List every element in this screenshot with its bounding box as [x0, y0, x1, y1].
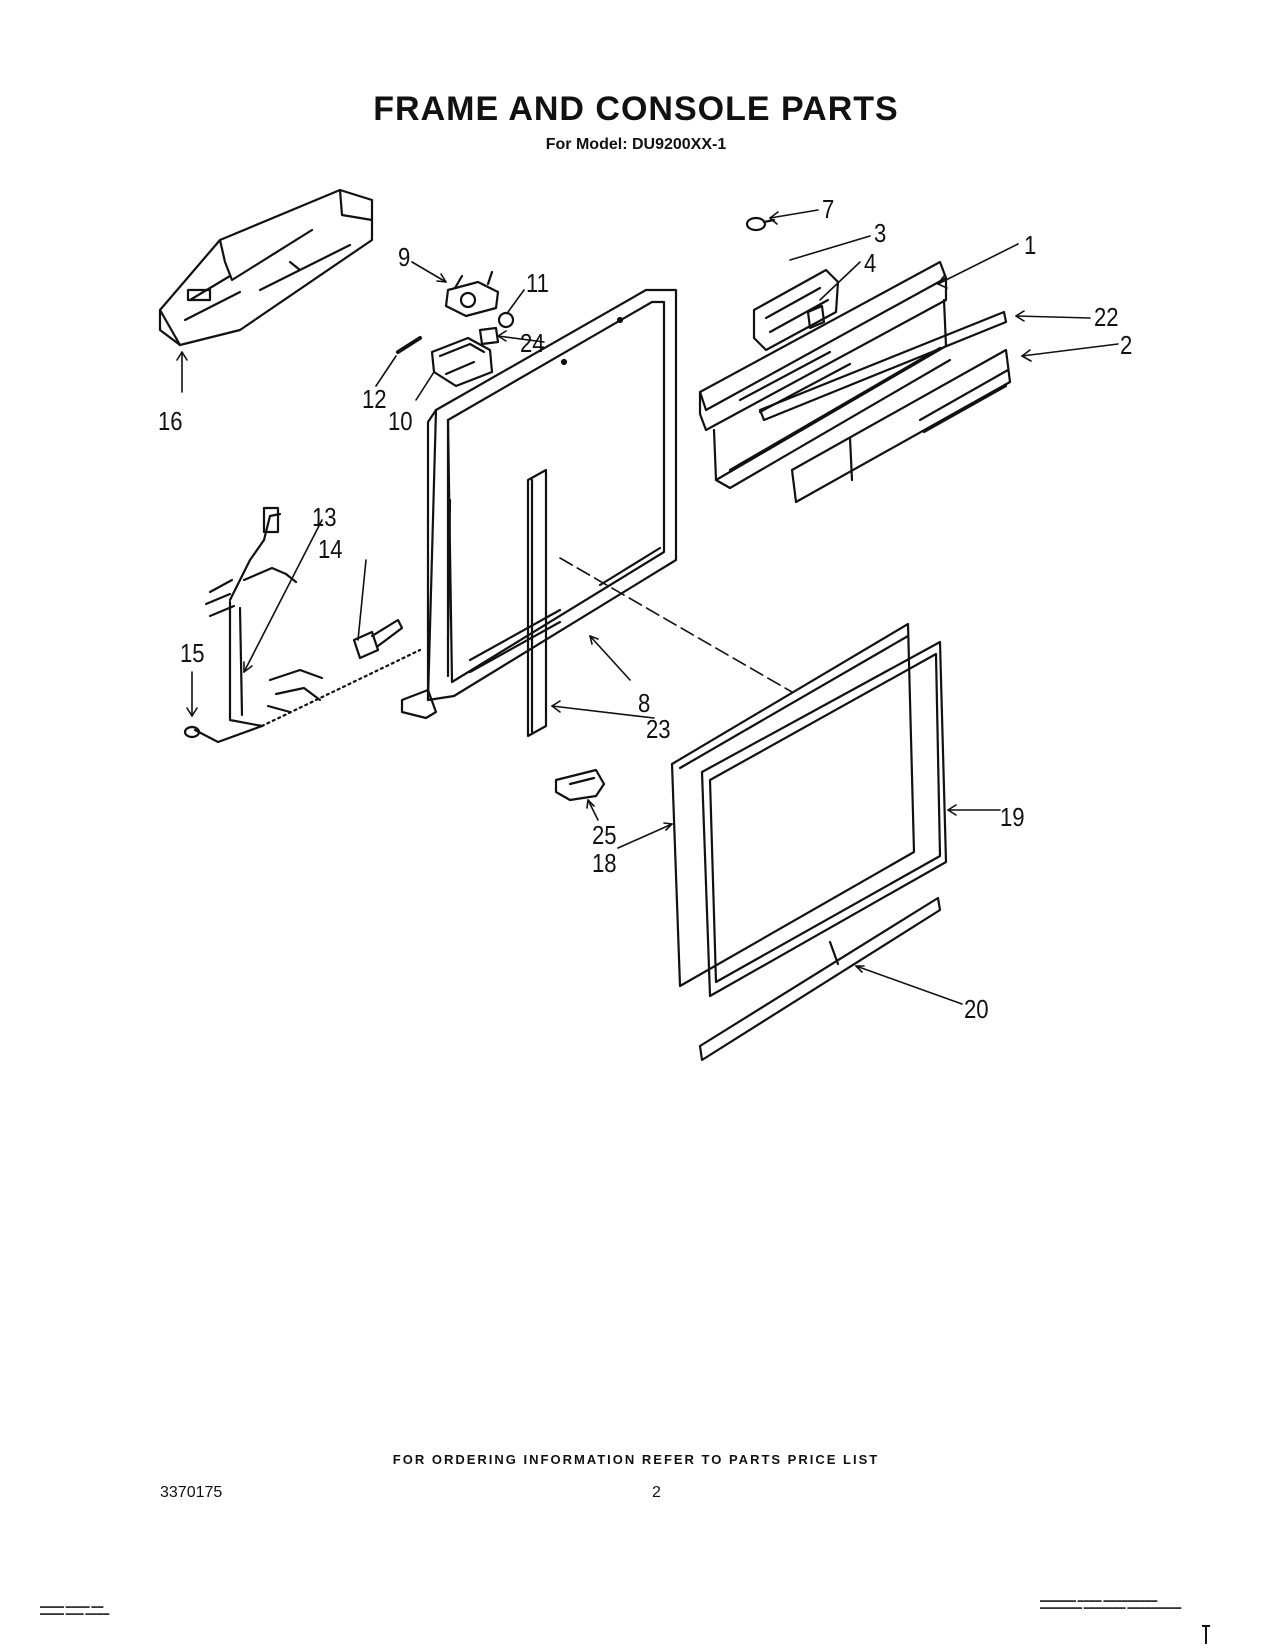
ordering-note: FOR ORDERING INFORMATION REFER TO PARTS …: [392, 1452, 880, 1467]
part-25-bracket: [554, 768, 606, 802]
page-number: 2: [652, 1484, 661, 1501]
part-7-screw: [745, 216, 776, 232]
callout-1: 1: [1024, 230, 1037, 260]
callout-13: 13: [312, 502, 337, 532]
callout-4: 4: [864, 248, 877, 278]
part-13-wire-harness: [193, 506, 422, 744]
callout-11: 11: [526, 268, 549, 298]
part-11-nut: [497, 311, 515, 329]
part-19-door-panel: [700, 640, 948, 998]
callout-22: 22: [1094, 302, 1119, 332]
part-22-strip: [758, 310, 1008, 422]
fine-print-right: ▬▬▬▬▬▬ ▬▬▬▬ ▬▬▬▬▬▬▬▬▬▬▬▬▬▬▬▬ ▬▬▬▬▬▬▬ ▬▬▬…: [1040, 1598, 1182, 1611]
callout-10: 10: [388, 406, 413, 436]
part-3-switch-board: [752, 268, 840, 352]
part-24-clip: [478, 326, 500, 346]
model-subtitle: For Model: DU9200XX-1: [545, 136, 727, 153]
part-10-block: [430, 336, 494, 388]
page-title: FRAME AND CONSOLE PARTS: [373, 90, 899, 128]
callout-24: 24: [520, 328, 545, 358]
callout-15: 15: [180, 638, 205, 668]
document-number: 3370175: [160, 1484, 223, 1501]
part-14-connector: [352, 618, 404, 660]
part-9-switch: [444, 270, 500, 318]
callout-12: 12: [362, 384, 387, 414]
callout-16: 16: [158, 406, 183, 436]
callout-14: 14: [318, 534, 343, 564]
part-2-panel: [790, 348, 1012, 504]
fine-print-left: ▬▬▬▬ ▬▬▬▬ ▬▬▬▬▬▬ ▬▬▬ ▬▬▬▬: [40, 1604, 110, 1617]
part-20-trim: [698, 896, 942, 1062]
callout-23: 23: [646, 714, 671, 744]
part-16-bracket: [158, 188, 374, 347]
part-18-door-panel: [670, 622, 916, 988]
corner-mark: [1202, 1625, 1210, 1644]
callout-19: 19: [1000, 802, 1025, 832]
callout-20: 20: [964, 994, 989, 1024]
callout-8: 8: [638, 688, 651, 718]
callout-25: 25: [592, 820, 617, 850]
part-23-strip: [526, 468, 548, 738]
part-12-pin: [396, 336, 422, 354]
part-4-clip: [806, 304, 826, 330]
callout-18: 18: [592, 848, 617, 878]
callout-9: 9: [398, 242, 411, 272]
leader-lines: [176, 209, 1119, 1005]
callout-3: 3: [874, 218, 887, 248]
part-15-screw: [183, 725, 201, 739]
callout-7: 7: [822, 194, 835, 224]
callout-2: 2: [1120, 330, 1133, 360]
